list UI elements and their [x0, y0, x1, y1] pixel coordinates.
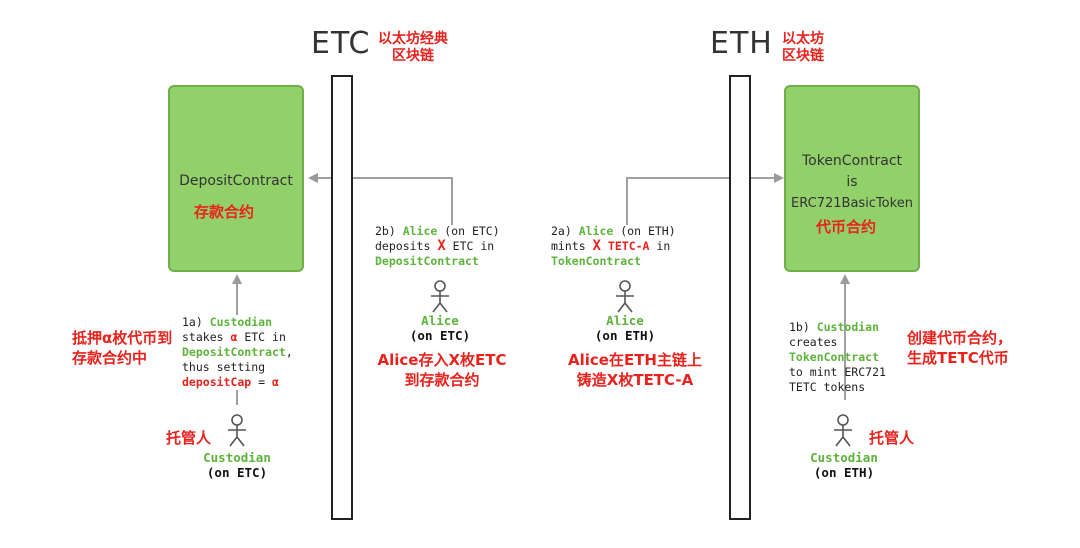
token-contract-cn: 代币合约 — [816, 218, 877, 236]
arrow-2a — [626, 173, 784, 225]
custodian-eth-label: Custodian (on ETH) — [810, 450, 878, 480]
etc-chain-title: ETC — [311, 26, 371, 61]
custodian-eth-figure — [834, 414, 852, 447]
alice-etc-figure — [431, 280, 449, 313]
alice-eth-figure — [616, 280, 634, 313]
etc-chain-cn-label: 以太坊经典 区块链 — [378, 31, 448, 64]
eth-chain-bar — [729, 75, 751, 520]
step-2b-text: 2b) Alice (on ETC) deposits X ETC in Dep… — [375, 224, 500, 268]
step-1b-cn: 创建代币合约， 生成TETC代币 — [907, 329, 1013, 367]
eth-chain-cn-label: 以太坊 区块链 — [782, 31, 824, 64]
step-1b-text: 1b) Custodian creates TokenContract to m… — [789, 320, 886, 394]
step-1a-cn: 抵押α枚代币到 存款合约中 — [72, 329, 173, 367]
eth-chain-title: ETH — [710, 26, 773, 61]
alice-eth-cn: Alice在ETH主链上 铸造X枚TETC-A — [568, 351, 702, 389]
step-1a-text: 1a) Custodian stakes α ETC in DepositCon… — [182, 315, 293, 390]
token-contract-box: TokenContract is ERC721BasicToken 代币合约 — [784, 85, 920, 272]
etc-chain-bar — [331, 75, 353, 520]
custodian-eth-cn: 托管人 — [869, 429, 915, 447]
alice-etc-cn: Alice存入X枚ETC 到存款合约 — [377, 351, 507, 389]
custodian-etc-cn: 托管人 — [166, 429, 212, 447]
arrow-2b — [308, 173, 453, 225]
alice-etc-label: Alice (on ETC) — [409, 313, 471, 343]
alice-eth-label: Alice (on ETH) — [594, 313, 656, 343]
deposit-contract-cn: 存款合约 — [194, 203, 255, 221]
step-2a-text: 2a) Alice (on ETH) mints X TETC-A in Tok… — [551, 224, 676, 268]
token-contract-label: TokenContract is ERC721BasicToken — [791, 153, 913, 211]
custodian-etc-figure — [228, 414, 246, 447]
deposit-contract-label: DepositContract — [179, 173, 293, 189]
custodian-etc-label: Custodian (on ETC) — [203, 450, 271, 480]
deposit-contract-box: DepositContract 存款合约 — [168, 85, 304, 272]
